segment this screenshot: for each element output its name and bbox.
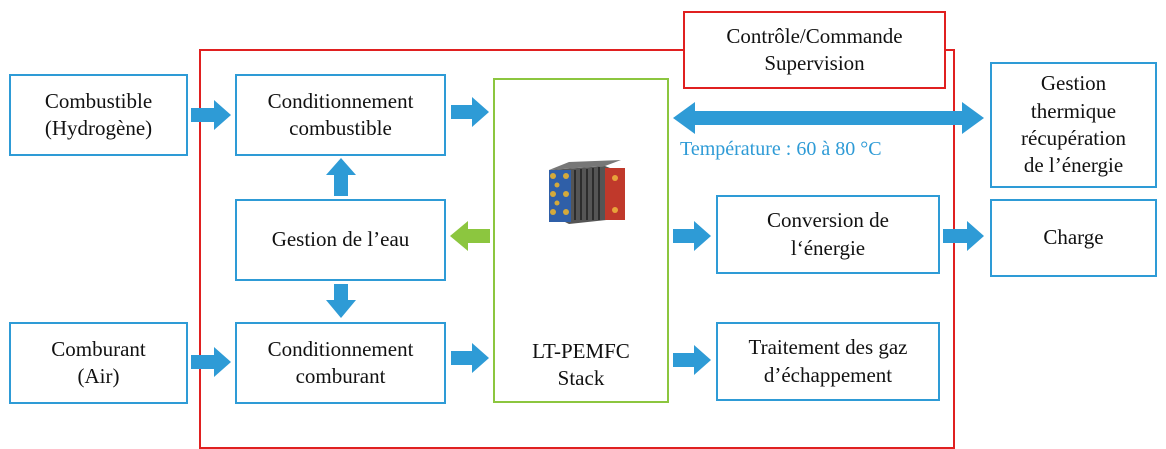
fuel-source-line-1: Combustible [44, 88, 153, 113]
fuel-source-box: Combustible (Hydrogène) [9, 74, 188, 156]
thermal-line-2: thermique [1030, 98, 1117, 123]
arrow-conversion-to-load [943, 221, 984, 251]
oxidant-source-line-1: Comburant [51, 336, 146, 361]
control-line-2: Supervision [764, 51, 865, 75]
oxidant-source-box: Comburant (Air) [9, 322, 188, 404]
load-box: Charge [990, 199, 1157, 277]
stack-label-line-1: LT-PEMFC [532, 339, 630, 363]
exhaust-line-2: d’échappement [763, 362, 893, 387]
stack-label: LT-PEMFC Stack [495, 338, 667, 393]
load-label: Charge [1043, 225, 1104, 250]
thermal-line-4: de l’énergie [1023, 153, 1124, 178]
arrow-stack-to-conversion [673, 221, 711, 251]
oxidant-conditioning-line-1: Conditionnement [267, 336, 414, 361]
stack-label-line-2: Stack [557, 366, 605, 391]
arrow-oxidant-to-conditioning [191, 347, 231, 377]
exhaust-line-1: Traitement des gaz [748, 335, 908, 360]
arrow-oxidant-conditioning-to-stack [451, 343, 489, 373]
fuel-cell-stack-icon [549, 160, 625, 224]
fuel-conditioning-line-2: combustible [289, 116, 392, 140]
arrow-water-to-oxidant-conditioning [326, 284, 356, 318]
arrow-fuel-to-conditioning [191, 100, 231, 130]
conversion-line-1: Conversion de [767, 208, 889, 233]
flow-arrows [191, 97, 984, 377]
oxidant-source-line-2: (Air) [77, 364, 120, 388]
thermal-line-3: récupération [1021, 126, 1126, 150]
water-management-box: Gestion de l’eau [235, 199, 446, 281]
fuel-cell-stack-box: LT-PEMFC Stack [493, 78, 669, 403]
control-line-1: Contrôle/Commande [726, 23, 903, 48]
control-supervision-box: Contrôle/Commande Supervision [683, 11, 946, 89]
oxidant-conditioning-line-2: comburant [295, 364, 386, 388]
arrow-fuel-conditioning-to-stack [451, 97, 489, 127]
fuel-source-line-2: (Hydrogène) [44, 116, 153, 140]
water-management-label: Gestion de l’eau [271, 227, 410, 252]
conversion-line-2: l‘énergie [790, 235, 866, 260]
arrow-stack-thermal-exchange [673, 102, 984, 134]
arrow-stack-to-exhaust [673, 345, 711, 375]
fuel-conditioning-box: Conditionnement combustible [235, 74, 446, 156]
fuel-conditioning-line-1: Conditionnement [267, 88, 414, 113]
thermal-management-box: Gestion thermique récupération de l’éner… [990, 62, 1157, 188]
thermal-line-1: Gestion [1040, 71, 1107, 96]
oxidant-conditioning-box: Conditionnement comburant [235, 322, 446, 404]
arrow-stack-to-water [450, 221, 490, 251]
exhaust-treatment-box: Traitement des gaz d’échappement [716, 322, 940, 401]
temperature-label: Température : 60 à 80 °C [680, 138, 882, 160]
arrow-water-to-fuel-conditioning [326, 158, 356, 196]
energy-conversion-box: Conversion de l‘énergie [716, 195, 940, 274]
